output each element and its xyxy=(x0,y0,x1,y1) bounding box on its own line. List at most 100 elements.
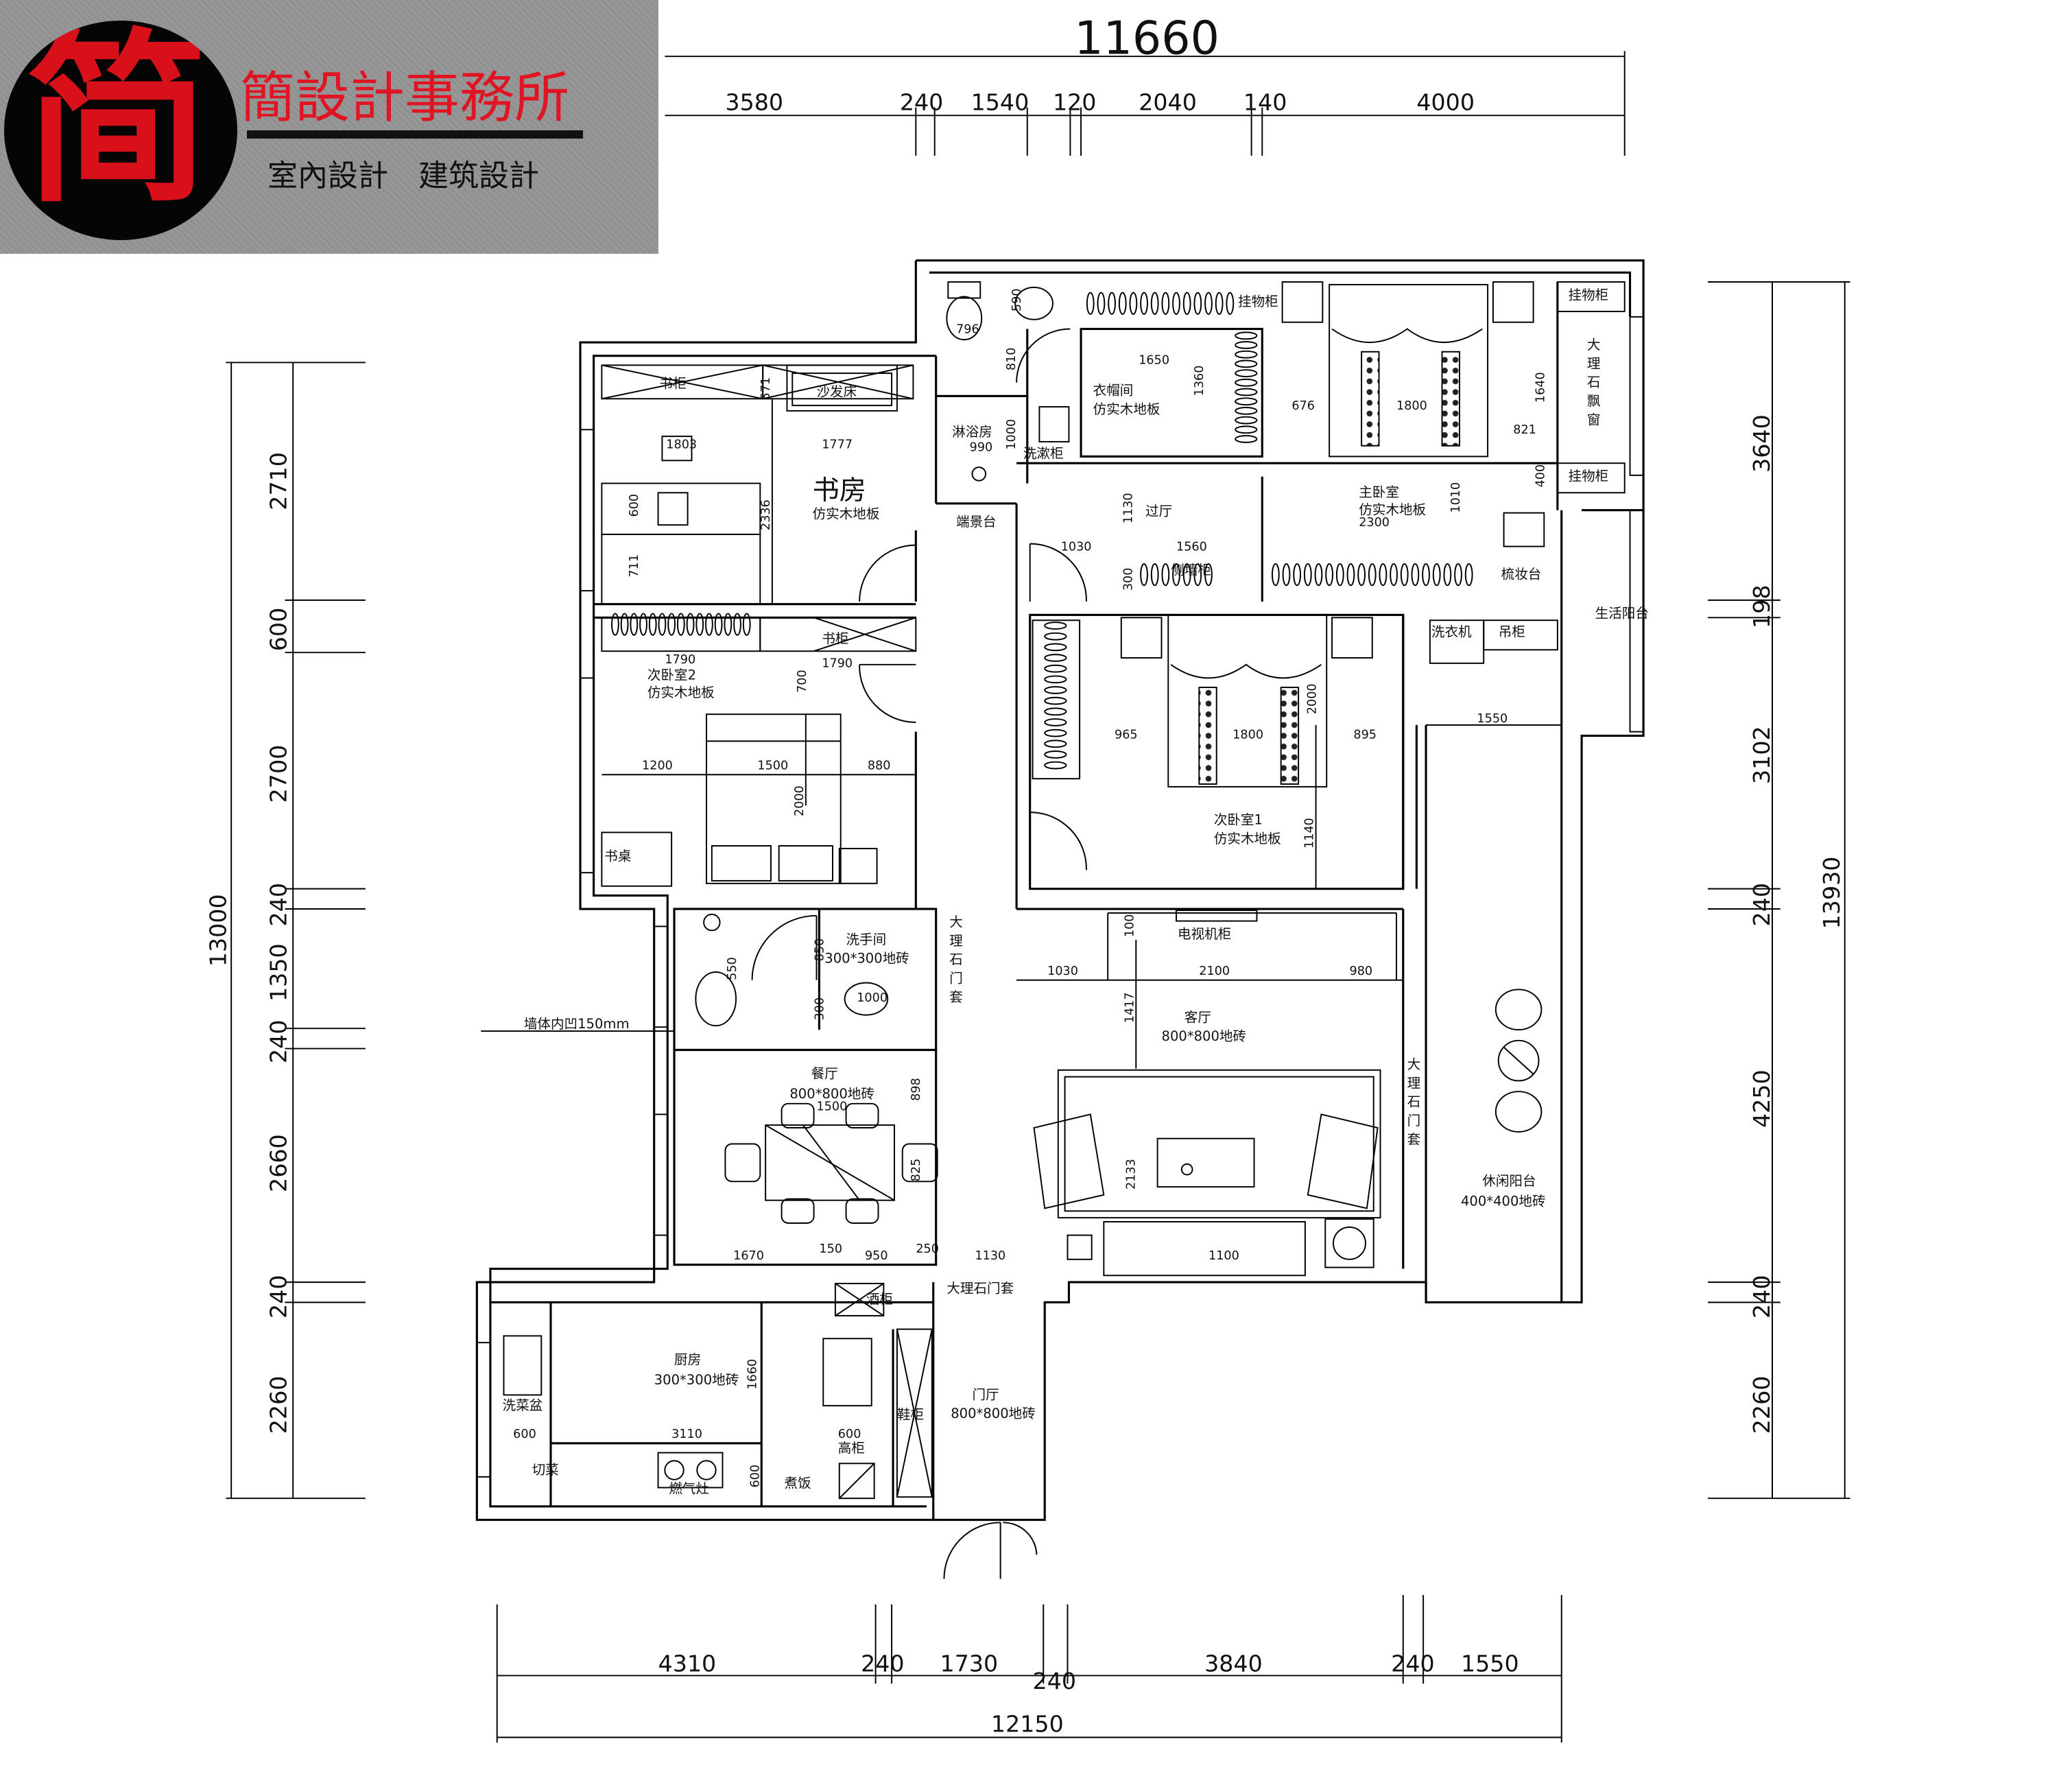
hanger-icon xyxy=(1235,331,1258,340)
dim-left-seg-8: 240 xyxy=(265,1275,291,1318)
hanger-icon xyxy=(1226,292,1235,315)
dimension-top xyxy=(665,51,1626,156)
hanger-icon xyxy=(1282,563,1291,587)
room-study-floor: 仿实木地板 xyxy=(813,506,880,521)
dim-top-seg-2: 240 xyxy=(900,88,944,115)
hanger-icon xyxy=(658,613,667,636)
hanger-icon xyxy=(1044,739,1067,748)
room-leisure-balcony-floor: 400*400地砖 xyxy=(1461,1194,1546,1209)
hanger-icon xyxy=(1193,563,1202,587)
dim-right-seg-5: 4250 xyxy=(1748,1069,1775,1128)
hanger-icon xyxy=(1118,292,1127,315)
label-bookcase: 书柜 xyxy=(660,376,687,392)
dim-top-seg-1: 3580 xyxy=(725,88,783,115)
hanger-icon xyxy=(1422,563,1430,587)
hanger-icon xyxy=(630,613,639,636)
mark-600d: 600 xyxy=(748,1465,762,1488)
hanger-icon xyxy=(1235,416,1258,425)
svg-text:门: 门 xyxy=(1407,1113,1421,1128)
wardrobe-bedroom2 xyxy=(601,617,917,652)
hanger-icon xyxy=(1182,292,1191,315)
label-marble-window-3: 石 xyxy=(1587,375,1601,390)
room-bedroom1: 次卧室1 xyxy=(1214,812,1263,828)
mark-990: 990 xyxy=(970,441,993,455)
label-marble-window-2: 理 xyxy=(1587,355,1601,371)
mark-1130: 1130 xyxy=(1121,493,1135,523)
label-laundry-cab: 洗漱柜 xyxy=(1023,445,1064,461)
hanger-icon xyxy=(1172,292,1180,315)
mark-850: 850 xyxy=(813,938,826,962)
washroom-fixtures xyxy=(695,913,889,1027)
label-storage2: 挂物柜 xyxy=(1569,287,1609,303)
balcony-chairs xyxy=(1495,989,1543,1133)
svg-text:石: 石 xyxy=(1407,1094,1421,1110)
label-wine: 酒柜 xyxy=(866,1291,893,1307)
room-hall: 过厅 xyxy=(1145,504,1172,519)
kitchen-fixtures xyxy=(503,1283,933,1500)
hanger-icon xyxy=(1204,292,1213,315)
hanger-icon xyxy=(1044,643,1067,652)
hanger-icon xyxy=(1443,563,1452,587)
living-furniture xyxy=(1016,909,1403,1277)
dimension-bottom xyxy=(496,1595,1562,1743)
dim-bottom-seg-6: 240 xyxy=(1391,1650,1435,1677)
hanger-icon xyxy=(742,613,751,636)
hanger-icon xyxy=(705,613,713,636)
bookcase-top xyxy=(601,364,914,412)
hanger-icon xyxy=(1044,707,1067,716)
label-marble-window-1: 大 xyxy=(1587,337,1601,353)
dim-left-seg-5: 1350 xyxy=(265,943,291,1002)
label-md-2: 理 xyxy=(949,933,963,949)
mark-1500b: 1500 xyxy=(817,1100,848,1114)
mark-590: 590 xyxy=(1010,288,1024,311)
hanger-icon xyxy=(724,613,733,636)
mark-1800b: 1800 xyxy=(1233,728,1263,742)
mark-150: 150 xyxy=(819,1242,842,1256)
mark-1030b: 1030 xyxy=(1047,964,1078,978)
hanger-icon xyxy=(1044,664,1067,673)
marble-door-right: 大 理 石 门 套 xyxy=(1407,1056,1421,1148)
mark-980: 980 xyxy=(1350,964,1373,978)
mark-1640: 1640 xyxy=(1534,372,1547,403)
label-dressing: 梳妆台 xyxy=(1501,567,1542,582)
dim-left-seg-2: 600 xyxy=(265,608,291,652)
dim-left-seg-7: 2660 xyxy=(265,1134,291,1192)
hanger-icon xyxy=(1044,729,1067,737)
mark-1550: 1550 xyxy=(1477,712,1508,726)
mark-1560: 1560 xyxy=(1176,540,1207,554)
studio-subtitle: 室內設計 建筑設計 xyxy=(267,158,539,193)
dim-left-seg-1: 2710 xyxy=(265,452,291,510)
hanger-icon xyxy=(1432,563,1441,587)
mark-821: 821 xyxy=(1513,423,1536,437)
label-marble-window-5: 窗 xyxy=(1587,412,1601,427)
hanger-icon xyxy=(611,613,619,636)
mark-700: 700 xyxy=(796,670,809,693)
hanger-icon xyxy=(1140,292,1148,315)
hanger-icon xyxy=(639,613,647,636)
room-leisure-balcony: 休闲阳台 xyxy=(1482,1173,1536,1189)
room-living: 客厅 xyxy=(1184,1009,1211,1025)
hanger-icon xyxy=(1044,632,1067,641)
hanger-icon xyxy=(1182,563,1191,587)
mark-1000: 1000 xyxy=(1005,419,1019,450)
label-stove: 燃气灶 xyxy=(669,1480,709,1496)
hanger-icon xyxy=(1235,397,1258,406)
dim-top-seg-7: 4000 xyxy=(1416,88,1475,115)
room-bedroom1-floor: 仿实木地板 xyxy=(1214,831,1281,847)
mark-1030a: 1030 xyxy=(1061,540,1092,554)
dim-left-total: 13000 xyxy=(204,894,231,967)
dim-top-seg-6: 140 xyxy=(1243,88,1287,115)
bedroom1-bed xyxy=(1032,614,1373,889)
logo-panel: 简 簡設計事務所 室內設計 建筑設計 xyxy=(0,0,658,254)
windows xyxy=(476,316,1645,1478)
mark-1790b: 1790 xyxy=(822,657,853,671)
hanger-icon xyxy=(714,613,723,636)
hanger-icon xyxy=(1044,718,1067,726)
mark-550: 550 xyxy=(726,957,739,980)
room-washroom-floor: 300*300地砖 xyxy=(824,950,909,966)
wc-fixtures xyxy=(946,281,1070,482)
hanger-icon xyxy=(695,613,704,636)
room-dining: 餐厅 xyxy=(811,1066,838,1082)
hanger-icon xyxy=(733,613,741,636)
mark-676: 676 xyxy=(1291,399,1315,413)
